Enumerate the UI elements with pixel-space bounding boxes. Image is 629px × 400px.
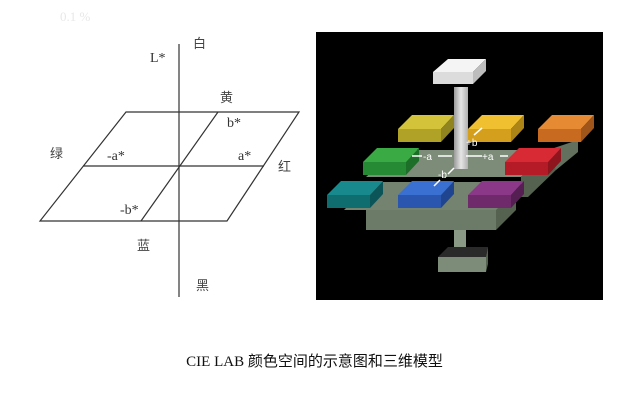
neg-a-label: -a — [423, 152, 432, 163]
b-star-label: b* — [227, 116, 241, 131]
figure-caption: CIE LAB 颜色空间的示意图和三维模型 — [186, 354, 443, 370]
white-top-block — [433, 59, 486, 169]
block-teal — [327, 181, 383, 208]
green-label: 绿 — [50, 147, 64, 162]
ab-plane — [38, 111, 301, 222]
neg-b-label: -b — [438, 170, 447, 181]
lab-3d-model-panel: -a +a +b -b — [316, 32, 603, 300]
red-label: 红 — [278, 160, 292, 175]
block-yellow — [468, 115, 524, 142]
pos-a-label: +a — [482, 152, 494, 163]
lab-2d-diagram — [38, 44, 301, 297]
faint-header-text: 0.1 % — [60, 9, 91, 24]
block-blue — [398, 181, 454, 208]
black-label: 黑 — [196, 279, 210, 294]
axis-markings — [412, 127, 508, 187]
block-purple — [468, 181, 524, 208]
block-orange — [538, 115, 594, 142]
b-axis-line — [140, 111, 219, 222]
a-star-label: a* — [238, 149, 252, 164]
yellow-label: 黄 — [220, 91, 234, 106]
pos-b-label: +b — [466, 138, 478, 149]
neg-a-star-label: -a* — [107, 149, 125, 164]
lab-3d-model: -a +a +b -b — [327, 59, 594, 272]
block-red — [505, 148, 561, 175]
neg-b-star-label: -b* — [120, 203, 139, 218]
l-star-label: L* — [150, 51, 166, 66]
white-label: 白 — [193, 37, 207, 52]
blue-label: 蓝 — [137, 239, 151, 254]
block-olive-yellow — [398, 115, 454, 142]
block-green — [363, 148, 419, 175]
